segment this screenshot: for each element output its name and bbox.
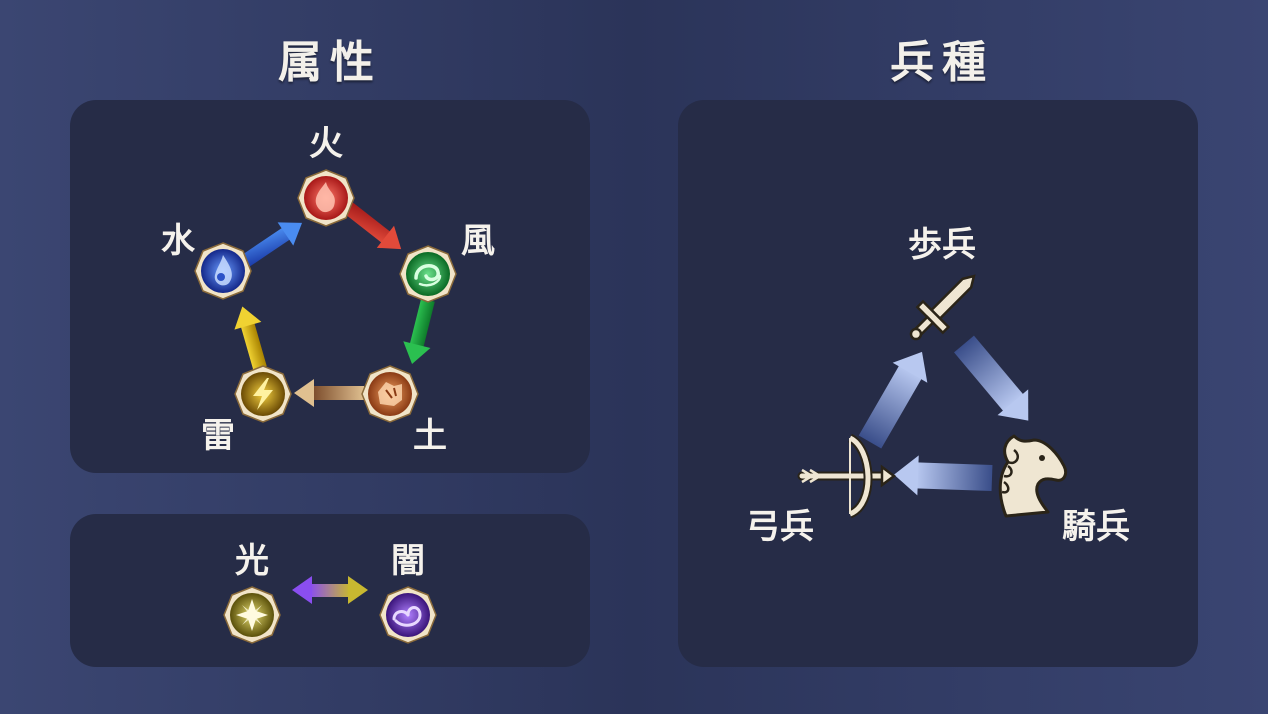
sword-icon	[909, 274, 976, 341]
earth-element-icon	[361, 365, 419, 423]
arrow-wind-to-earth	[403, 298, 435, 365]
arrow-cavalry-to-archer	[894, 455, 993, 496]
fire-element-icon	[297, 169, 355, 227]
arrow-thunder-to-water	[234, 306, 267, 370]
arrow-archer-to-infantry	[858, 351, 928, 449]
element-cycle-panel	[70, 100, 590, 473]
arrow-water-to-fire	[240, 222, 303, 268]
unit-type-title: 兵種	[890, 37, 994, 88]
light-element-icon	[223, 586, 281, 644]
wind-label: 風	[461, 221, 495, 261]
arrow-earth-to-thunder	[294, 379, 364, 407]
earth-label: 土	[413, 416, 447, 456]
attribute-title: 属性	[278, 37, 382, 88]
archer-label: 弓兵	[746, 507, 814, 547]
cavalry-label: 騎兵	[1062, 507, 1130, 547]
water-element-icon	[194, 242, 252, 300]
thunder-label: 雷	[201, 416, 235, 456]
light-label: 光	[235, 541, 269, 581]
dark-element-icon	[379, 586, 437, 644]
crossbow-icon	[797, 433, 897, 519]
light-dark-double-arrow	[292, 576, 368, 604]
infantry-label: 歩兵	[908, 225, 976, 265]
horse-head-icon	[998, 434, 1068, 518]
unit-type-panel	[678, 100, 1198, 667]
arrow-fire-to-wind	[341, 200, 402, 250]
arrow-infantry-to-cavalry	[954, 335, 1029, 421]
dark-label: 闇	[391, 541, 425, 581]
wind-element-icon	[399, 245, 457, 303]
water-label: 水	[161, 221, 196, 261]
fire-label: 火	[309, 124, 343, 164]
thunder-element-icon	[234, 365, 292, 423]
